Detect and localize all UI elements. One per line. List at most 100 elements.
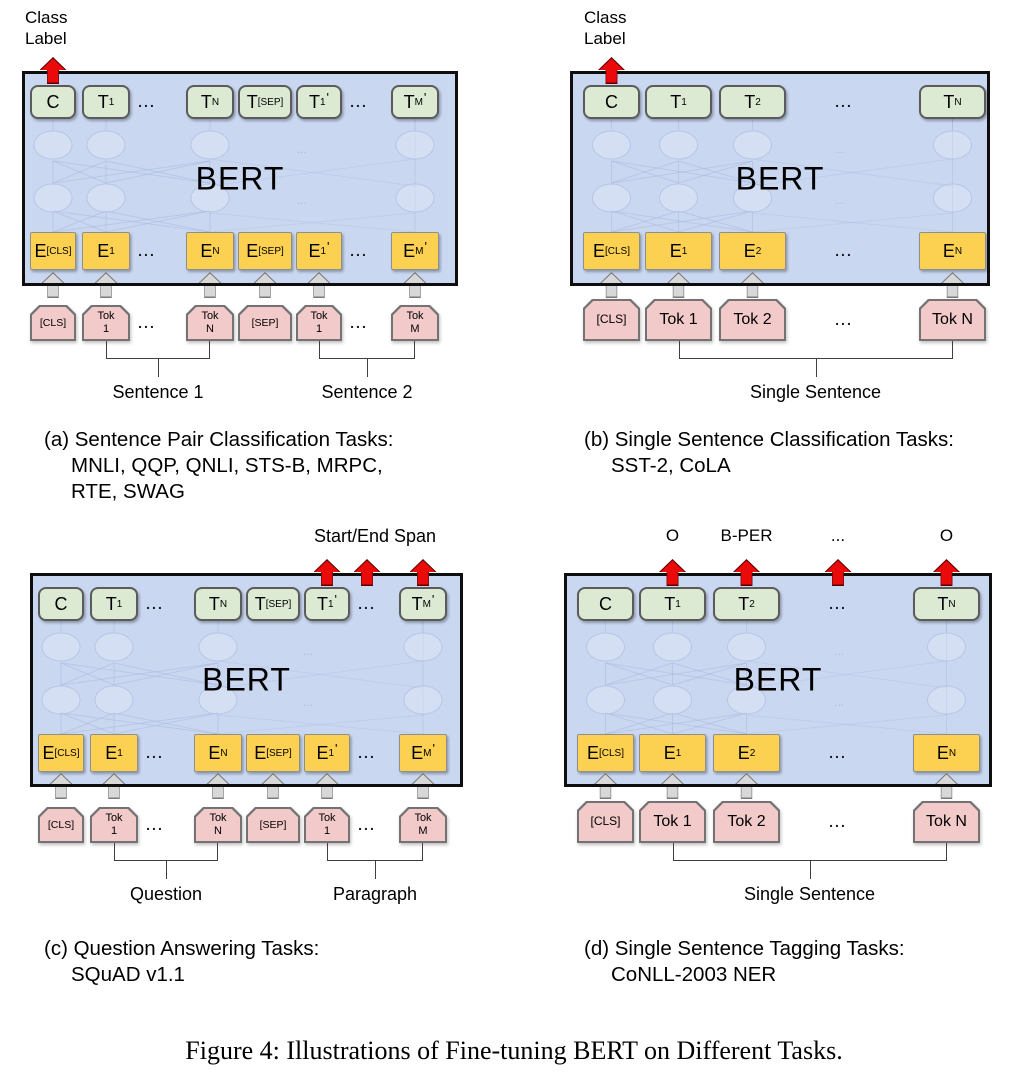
input-arrow-icon <box>252 272 278 298</box>
box-prime: ' <box>432 740 435 756</box>
box-subscript: 2 <box>755 245 762 257</box>
box-subscript: N <box>948 598 956 610</box>
panel-caption-line: MNLI, QQP, QNLI, STS-B, MRPC, <box>71 454 383 477</box>
box-subscript: M <box>423 747 432 759</box>
token-box-fill: [CLS] <box>32 307 75 340</box>
input-arrow-icon <box>598 272 625 298</box>
box-subscript: 1 <box>681 245 688 257</box>
box-main-label: E <box>254 742 267 763</box>
box-main-label: E <box>200 240 213 261</box>
box-main-label: E <box>208 742 221 763</box>
token-box-fill: [CLS] <box>40 809 83 842</box>
token-label: [CLS] <box>596 312 627 327</box>
embedding-box: E[CLS] <box>577 734 634 772</box>
input-arrow-icon-fill <box>41 273 65 297</box>
token-label: [SEP] <box>251 316 279 329</box>
box-main-label: T <box>943 91 955 112</box>
token-box-fill: [CLS] <box>585 301 639 340</box>
ellipsis-label: ... <box>138 94 156 110</box>
figure-caption: Figure 4: Illustrations of Fine-tuning B… <box>185 1036 843 1065</box>
token-label: [CLS] <box>47 818 75 831</box>
box-main-label: T <box>411 593 423 614</box>
class-label-line: Label <box>584 29 626 48</box>
prediction-arrow-icon-fill <box>934 560 959 585</box>
box-main-label: T <box>316 593 328 614</box>
ellipsis-label: ... <box>829 745 847 761</box>
box-prime: ' <box>327 238 330 254</box>
token-label: Tok <box>406 310 424 323</box>
input-arrow-icon-fill <box>94 273 118 297</box>
ellipsis-label: ... <box>350 243 368 259</box>
input-arrow-icon <box>93 272 119 298</box>
box-subscript: [CLS] <box>599 747 625 759</box>
ellipsis-label: ... <box>146 596 164 612</box>
token-label: Tok <box>310 310 328 323</box>
token-label: Tok N <box>932 310 973 328</box>
input-arrow-icon <box>205 773 231 799</box>
token-label: N <box>214 825 222 837</box>
panel-caption-line: (d) Single Sentence Tagging Tasks: <box>584 937 905 960</box>
box-main-label: E <box>592 240 605 261</box>
box-prime: ' <box>334 591 338 607</box>
output-box: C <box>38 587 84 621</box>
token-group-bracket <box>114 843 218 861</box>
prediction-arrow-icon <box>353 559 381 586</box>
token-box-fill: Tok 2 <box>721 301 785 340</box>
token-box: Tok 2 <box>719 299 786 341</box>
token-label: Tok <box>97 310 115 323</box>
token-box: [SEP] <box>238 305 292 341</box>
box-main-label: E <box>669 240 682 261</box>
token-label: [SEP] <box>259 818 287 831</box>
box-subscript: 1 <box>117 747 123 759</box>
box-subscript: 2 <box>749 747 756 759</box>
box-subscript: N <box>212 245 220 257</box>
input-arrow-icon <box>48 773 74 799</box>
box-prime: ' <box>424 238 427 254</box>
svg-text:...: ... <box>834 644 844 658</box>
input-arrow-icon-fill <box>261 774 285 798</box>
input-arrow-icon <box>402 272 428 298</box>
input-arrow-icon-fill <box>403 273 427 297</box>
token-box-fill: [SEP] <box>240 307 291 340</box>
box-subscript: 1 <box>328 747 335 759</box>
box-main-label: C <box>599 593 612 614</box>
input-arrow-icon-fill <box>206 774 230 798</box>
input-arrow-icon-fill <box>735 774 758 798</box>
box-main-label: E <box>586 742 599 763</box>
box-main-label: E <box>403 240 416 261</box>
prediction-arrow-icon <box>733 559 760 586</box>
bracket-stem <box>158 359 159 377</box>
prediction-arrow-icon-fill <box>411 560 435 585</box>
input-arrow-icon-fill <box>102 774 126 798</box>
input-arrow-icon-fill <box>941 273 964 297</box>
token-label: Tok <box>105 812 123 825</box>
prediction-arrow-icon <box>39 57 67 84</box>
ellipsis-label: ... <box>138 243 156 259</box>
embedding-box: E[CLS] <box>583 232 640 270</box>
input-arrow-icon-fill <box>741 273 764 297</box>
bert-model-label: BERT <box>735 160 825 196</box>
token-box: Tok N <box>919 299 986 341</box>
box-subscript: 1 <box>681 96 687 108</box>
box-subscript: M <box>422 598 431 610</box>
prediction-arrow-icon-fill <box>355 560 379 585</box>
prediction-arrow-icon-fill <box>315 560 339 585</box>
box-subscript: M <box>415 245 424 257</box>
bert-model-label: BERT <box>202 661 291 698</box>
box-subscript: 1 <box>108 96 115 108</box>
input-arrow-icon <box>410 773 436 799</box>
token-box-fill: Tok N <box>915 803 979 842</box>
input-arrow-icon <box>659 773 686 799</box>
